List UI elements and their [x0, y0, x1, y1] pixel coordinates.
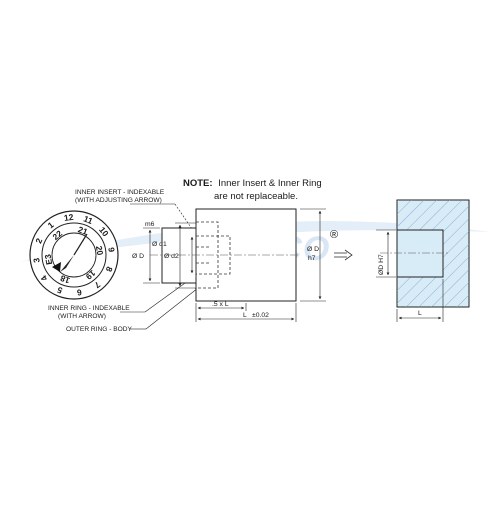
callout-inner-insert-1: INNER INSERT - INDEXABLE: [75, 189, 165, 196]
dial-inner-number-0: 21: [77, 224, 90, 237]
dial-outer-number-4: 8: [104, 265, 115, 273]
dial-adjusting-arrow: [73, 233, 88, 256]
dial-inner-number-4: E3: [43, 253, 55, 265]
dial-pointer-icon: [60, 255, 74, 272]
dial-outer-number-10: 2: [33, 236, 44, 244]
label-len-tol: ±0.02: [252, 312, 269, 319]
label-dia-d1: Ø d1: [152, 241, 167, 248]
dial-outer-number-7: 5: [55, 285, 63, 296]
label-len-L: L: [243, 312, 247, 319]
label-tol-m6: m6: [145, 221, 155, 228]
callout-labels: INNER INSERT - INDEXABLE (WITH ADJUSTING…: [48, 189, 165, 333]
dial-inner-number-1: 20: [94, 245, 106, 256]
label-dia-d2: Ø d2: [164, 253, 179, 260]
svg-text:NOTE: Inner Insert & Inn: NOTE: Inner Insert & Inner Ring: [183, 178, 322, 189]
dial-ring-arrow-icon: [52, 262, 61, 272]
watermark-reg-mark: ®: [330, 229, 338, 241]
bore-cavity: [396, 229, 444, 278]
bore-view: ØD H7 L: [376, 199, 470, 322]
note: NOTE: Inner Insert & Inner Ring are not …: [183, 178, 322, 202]
label-dia-D-right: Ø D: [307, 246, 319, 253]
callout-inner-insert-2: (WITH ADJUSTING ARROW): [75, 197, 162, 204]
dial-outer-number-0: 12: [63, 212, 74, 223]
leader-lines: [120, 203, 204, 330]
dial-outer-number-6: 6: [76, 287, 82, 298]
side-view: Ø D m6 Ø d1 Ø d2 Ø D h7 .5 x L L ±0.02: [132, 208, 326, 322]
callout-inner-ring-2: (WITH ARROW): [58, 313, 106, 320]
dial-outer-number-8: 4: [39, 273, 50, 283]
dial-outer-number-11: 1: [46, 220, 56, 231]
note-line-2: are not replaceable.: [214, 191, 298, 202]
dial-outer-number-3: 9: [106, 247, 117, 253]
label-dia-D-left: Ø D: [132, 253, 144, 260]
note-prefix: NOTE:: [183, 178, 213, 189]
label-tol-h7: h7: [308, 255, 316, 262]
label-bore-L: L: [418, 310, 422, 317]
dial-inner-number-3: 18: [59, 273, 72, 286]
label-len-half: .5 x L: [212, 301, 229, 308]
dial-outer-number-1: 11: [82, 213, 94, 226]
label-bore-dia: ØD H7: [378, 254, 385, 275]
dial-outer-number-5: 7: [92, 280, 102, 291]
note-line-1: Inner Insert & Inner Ring: [218, 178, 322, 189]
dial-outer-number-9: 3: [31, 257, 42, 263]
callout-inner-ring-1: INNER RING - INDEXABLE: [48, 305, 130, 312]
flow-arrow-icon: [334, 249, 353, 261]
callout-outer-ring: OUTER RING - BODY: [66, 326, 133, 333]
